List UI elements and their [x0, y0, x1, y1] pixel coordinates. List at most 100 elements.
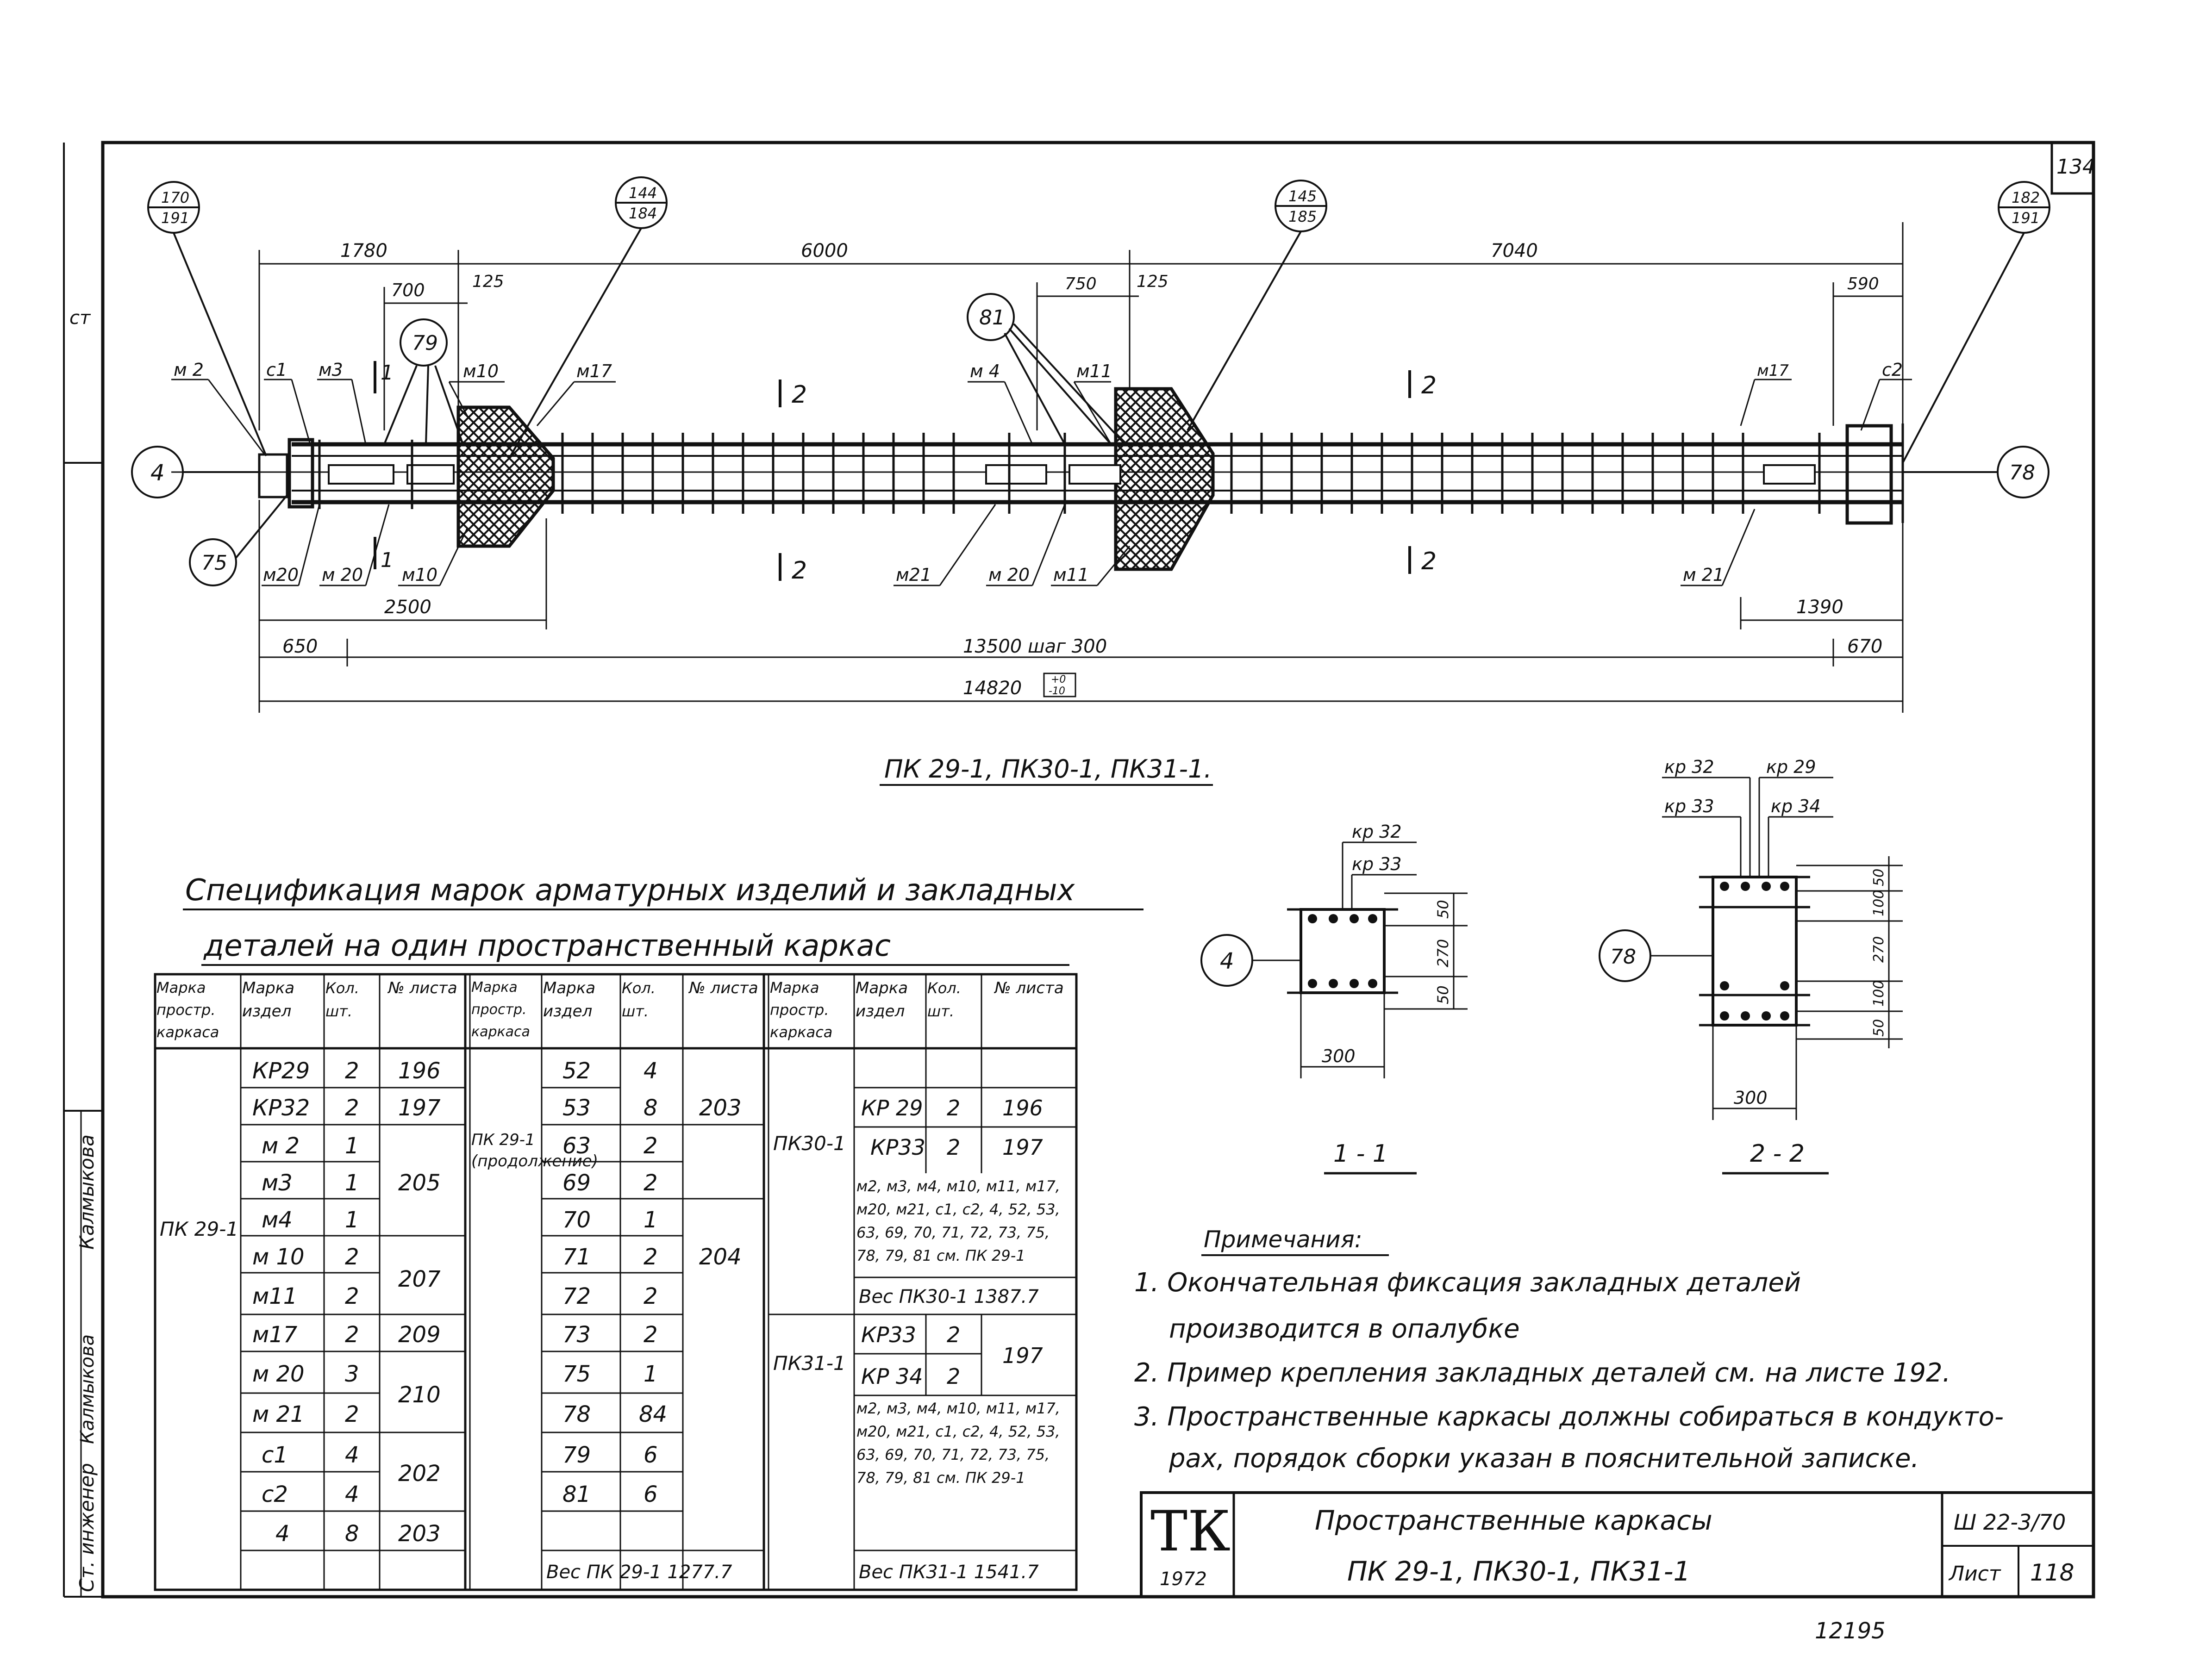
hdr-qty-3: Кол. шт.	[927, 979, 961, 1020]
pos-75: 75	[201, 551, 227, 575]
b1-r6-item: м 10	[252, 1244, 305, 1270]
section2-dim-100-b: 100	[1871, 980, 1887, 1007]
b1-r7-qty: 2	[345, 1283, 359, 1309]
b2-r1-qty: 4	[644, 1058, 658, 1084]
b2-r12-qty: 6	[644, 1481, 658, 1507]
block2-weight: Вес ПК 29-1 1277.7	[546, 1562, 732, 1583]
b1-r8-sheet: 209	[398, 1322, 441, 1348]
note-3b: рах, порядок сборки указан в пояснительн…	[1168, 1444, 1919, 1474]
tk-logo: ТК	[1150, 1500, 1231, 1564]
tolerance-plus: +0	[1051, 674, 1066, 685]
b2-r11-item: 79	[562, 1442, 591, 1468]
corner-number: 134	[2056, 155, 2095, 179]
notes-title: Примечания:	[1204, 1226, 1362, 1253]
hdr-frame-1: Марка простр. каркаса	[156, 979, 219, 1041]
b2-r10-qty: 84	[639, 1401, 667, 1427]
dim-590: 590	[1847, 274, 1879, 293]
ref-182: 182	[2012, 189, 2040, 206]
b2-r1-item: 52	[562, 1058, 591, 1084]
b2-r10-item: 78	[562, 1401, 591, 1427]
tb-title-2: ПК 29-1, ПК30-1, ПК31-1	[1347, 1556, 1690, 1587]
pos-79: 79	[412, 331, 438, 355]
specification: Спецификация марок арматурных изделий и …	[154, 873, 1143, 1591]
dim-650: 650	[282, 636, 318, 657]
section-mark-1-b: 1	[381, 548, 394, 572]
hdr-frame-3: Марка простр. каркаса	[770, 979, 833, 1041]
hdr-item-1: Марка издел	[242, 979, 295, 1021]
dim-125-a: 125	[472, 272, 504, 291]
b2-r12-item: 81	[562, 1481, 591, 1507]
block3-weight-a: Вес ПК30-1 1387.7	[859, 1286, 1039, 1307]
section1-title: 1 - 1	[1333, 1140, 1388, 1168]
lbl-c1: с1	[266, 360, 287, 380]
b3a-r2-sheet: 197	[1002, 1135, 1043, 1160]
pos-4: 4	[150, 460, 165, 486]
b2-r3-qty: 2	[644, 1133, 658, 1159]
b1-r10-sheet: 210	[398, 1382, 441, 1408]
b3a-r2-item: КР33	[870, 1135, 925, 1160]
b2-r2-sheet: 203	[699, 1095, 742, 1121]
designer-label: Ст. инженер	[75, 1463, 98, 1592]
b1-r4-qty: 1	[345, 1170, 359, 1196]
tb-title-1: Пространственные каркасы	[1315, 1505, 1712, 1536]
block3-list-a: м2, м3, м4, м10, м11, м17, м20, м21, с1,…	[856, 1177, 1060, 1264]
hdr-item-2: Марка издел	[543, 979, 596, 1021]
b2-r2-item: 53	[562, 1095, 591, 1121]
section2-dim-50-a: 50	[1871, 869, 1887, 886]
b1-r7-item: м11	[252, 1283, 297, 1309]
b1-r10-item: м 21	[252, 1401, 305, 1427]
note-2: 2. Пример крепления закладных деталей см…	[1134, 1358, 1950, 1388]
b1-r8-qty: 2	[345, 1322, 359, 1348]
section-2-2: 78 кр 32 кр 29 кр 33 кр 34 50 100 270 10…	[1599, 757, 1903, 1175]
b1-r9-item: м 20	[252, 1361, 305, 1387]
lbl-m10-bottom: м10	[402, 565, 437, 585]
spec-title-1: Спецификация марок арматурных изделий и …	[185, 873, 1075, 908]
bottom-number: 12195	[1815, 1618, 1886, 1644]
block3-frame-b: ПК31-1	[773, 1352, 846, 1375]
ref-170: 170	[161, 189, 189, 206]
tolerance-minus: -10	[1049, 685, 1065, 697]
block2-frame: ПК 29-1 (продолжение)	[471, 1131, 598, 1170]
lbl-m3: м3	[319, 360, 343, 380]
b3b-r1-item: КР33	[861, 1322, 916, 1347]
dim-750: 750	[1065, 274, 1097, 293]
lbl-m11-top: м11	[1076, 361, 1112, 381]
b1-r4-item: м3	[262, 1170, 293, 1196]
section-mark-1-a: 1	[381, 361, 394, 385]
b1-r8-item: м17	[252, 1322, 298, 1348]
note-1a: 1. Окончательная фиксация закладных дета…	[1134, 1268, 1801, 1298]
sheet-frame	[101, 141, 2095, 1599]
section2-title: 2 - 2	[1750, 1140, 1805, 1168]
b3b-r1-qty: 2	[947, 1322, 960, 1347]
ref-144: 144	[629, 184, 657, 202]
tolerance-box	[1043, 672, 1076, 697]
lbl-m17-b: м17	[1757, 361, 1789, 380]
pos-81: 81	[979, 306, 1005, 330]
lbl-m10-top: м10	[463, 361, 499, 381]
b2-r9-item: 75	[562, 1361, 591, 1387]
dim-7040: 7040	[1491, 240, 1538, 261]
lbl-m11-bottom: м11	[1053, 565, 1089, 585]
section2-label-kr34: кр 34	[1771, 796, 1821, 816]
b3a-r2-qty: 2	[947, 1135, 960, 1160]
dim-6000: 6000	[801, 240, 848, 261]
b1-r4-sheet: 205	[398, 1170, 441, 1196]
ref-185: 185	[1288, 208, 1317, 225]
b1-r12-sheet: 202	[398, 1461, 441, 1487]
section1-dim-50-a: 50	[1434, 900, 1452, 919]
b3a-r1-item: КР 29	[861, 1095, 923, 1120]
section1-dim-50-b: 50	[1434, 985, 1452, 1004]
section1-label-kr32: кр 32	[1352, 822, 1402, 842]
title-block: ТК 1972 Пространственные каркасы ПК 29-1…	[1140, 1491, 2095, 1598]
section2-label-kr29: кр 29	[1766, 757, 1816, 777]
b2-r6-sheet: 204	[699, 1244, 742, 1270]
block3-frame-a: ПК30-1	[773, 1132, 846, 1155]
section-mark-2-b: 2	[792, 557, 807, 585]
b1-r11-item: с1	[262, 1442, 288, 1468]
note-3a: 3. Пространственные каркасы должны собир…	[1134, 1402, 2004, 1432]
section2-dim-50-b: 50	[1871, 1019, 1887, 1037]
b2-r6-qty: 2	[644, 1244, 658, 1270]
b2-r9-qty: 1	[644, 1361, 658, 1387]
hdr-sheet-2: № листа	[689, 979, 758, 997]
b1-r1-sheet: 196	[398, 1058, 441, 1084]
